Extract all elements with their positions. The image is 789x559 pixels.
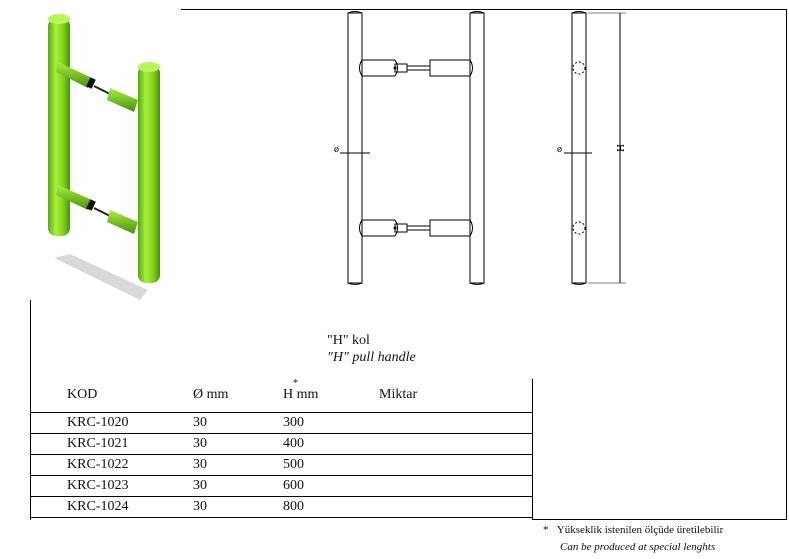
footnote-text-tr: Yükseklik istenilen ölçüde üretilebilir	[556, 524, 724, 536]
cell-height: 300	[283, 414, 304, 430]
header-height: H* mm	[283, 378, 379, 412]
footnote-tr: * Yükseklik istenilen ölçüde üretilebili…	[543, 524, 723, 536]
technical-drawing: ø ø H	[334, 11, 626, 285]
table-row: KRC-1020 30 300	[30, 412, 533, 433]
table-row: KRC-1021 30 400	[30, 433, 533, 454]
cell-height: 800	[283, 498, 304, 514]
header-quantity: Miktar	[379, 387, 418, 403]
header-diameter: Ø mm	[193, 387, 229, 403]
frame-right-border	[786, 9, 787, 520]
table-right-border	[532, 379, 533, 520]
table-row: KRC-1022 30 500	[30, 454, 533, 475]
table-row: KRC-1023 30 600	[30, 475, 533, 496]
diameter-symbol-front: ø	[334, 144, 339, 155]
frame-bottom-border	[532, 519, 787, 520]
frame-left-border	[30, 300, 31, 520]
header-code: KOD	[67, 387, 98, 403]
cell-code: KRC-1024	[67, 498, 129, 514]
cell-diameter: 30	[193, 498, 207, 514]
frame-top-border	[181, 9, 787, 10]
cell-quantity	[379, 433, 533, 454]
header-height-letter: H	[283, 387, 294, 403]
table-row: KRC-1024 30 800	[30, 496, 533, 517]
cell-code: KRC-1021	[67, 435, 129, 451]
cell-code: KRC-1022	[67, 456, 129, 472]
cell-code: KRC-1023	[67, 477, 129, 493]
table-header-row: KOD Ø mm H* mm Miktar	[30, 378, 533, 412]
cell-quantity	[379, 454, 533, 475]
spec-table: KOD Ø mm H* mm Miktar KRC-1020 30 300 KR…	[30, 378, 533, 518]
handle-3d-render	[48, 14, 160, 300]
product-name-tr: "H" kol	[327, 333, 370, 348]
header-height-unit: mm	[296, 387, 319, 403]
cell-quantity	[379, 412, 533, 433]
cell-quantity	[379, 496, 533, 517]
cell-diameter: 30	[193, 456, 207, 472]
cell-height: 500	[283, 456, 304, 472]
cell-diameter: 30	[193, 477, 207, 493]
cell-diameter: 30	[193, 435, 207, 451]
cell-height: 400	[283, 435, 304, 451]
cell-code: KRC-1020	[67, 414, 129, 430]
product-name-en: "H" pull handle	[327, 350, 416, 365]
cell-quantity	[379, 475, 533, 496]
cell-height: 600	[283, 477, 304, 493]
header-height-star: *	[293, 378, 298, 390]
diameter-symbol-side: ø	[557, 144, 562, 155]
height-symbol: H	[614, 144, 626, 152]
footnote-text-en: Can be produced at special lenghts	[560, 541, 716, 553]
cell-diameter: 30	[193, 414, 207, 430]
footnote-star: *	[543, 524, 549, 536]
